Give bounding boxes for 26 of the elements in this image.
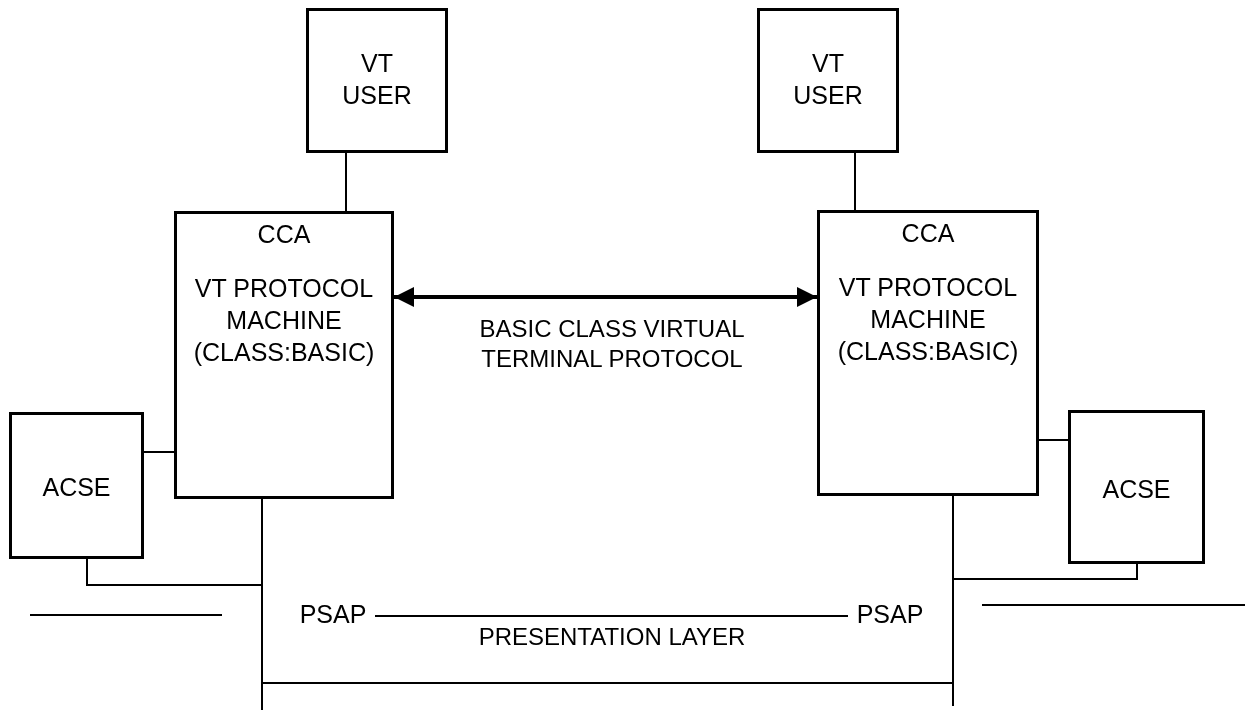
double-arrow <box>394 287 817 307</box>
port-label: PSAP <box>299 599 367 630</box>
process-box <box>1068 410 1205 564</box>
box-label: VT PROTOCOL MACHINE (CLASS:BASIC) <box>836 272 1020 367</box>
box-label: ACSE <box>1102 474 1171 505</box>
box-label: VT PROTOCOL MACHINE (CLASS:BASIC) <box>192 273 376 368</box>
connector-line <box>952 563 1138 580</box>
port-label: PSAP <box>856 599 924 630</box>
box-label: ACSE <box>42 472 111 503</box>
box-label: VT USER <box>793 48 863 111</box>
process-box <box>174 211 394 499</box>
box-heading: CCA <box>257 219 311 250</box>
process-box <box>9 412 144 559</box>
connector-line <box>86 558 263 586</box>
process-box <box>306 8 448 153</box>
process-box <box>757 8 899 153</box>
connector-line <box>143 451 175 453</box>
box-heading: CCA <box>901 218 955 249</box>
connector-line <box>952 495 954 707</box>
connector-line <box>345 152 347 212</box>
connector-line <box>854 152 856 211</box>
connector-line <box>1038 439 1069 441</box>
box-label: VT USER <box>342 48 412 111</box>
connector-line <box>261 498 263 710</box>
connector-line <box>374 615 849 617</box>
process-box <box>817 210 1039 496</box>
